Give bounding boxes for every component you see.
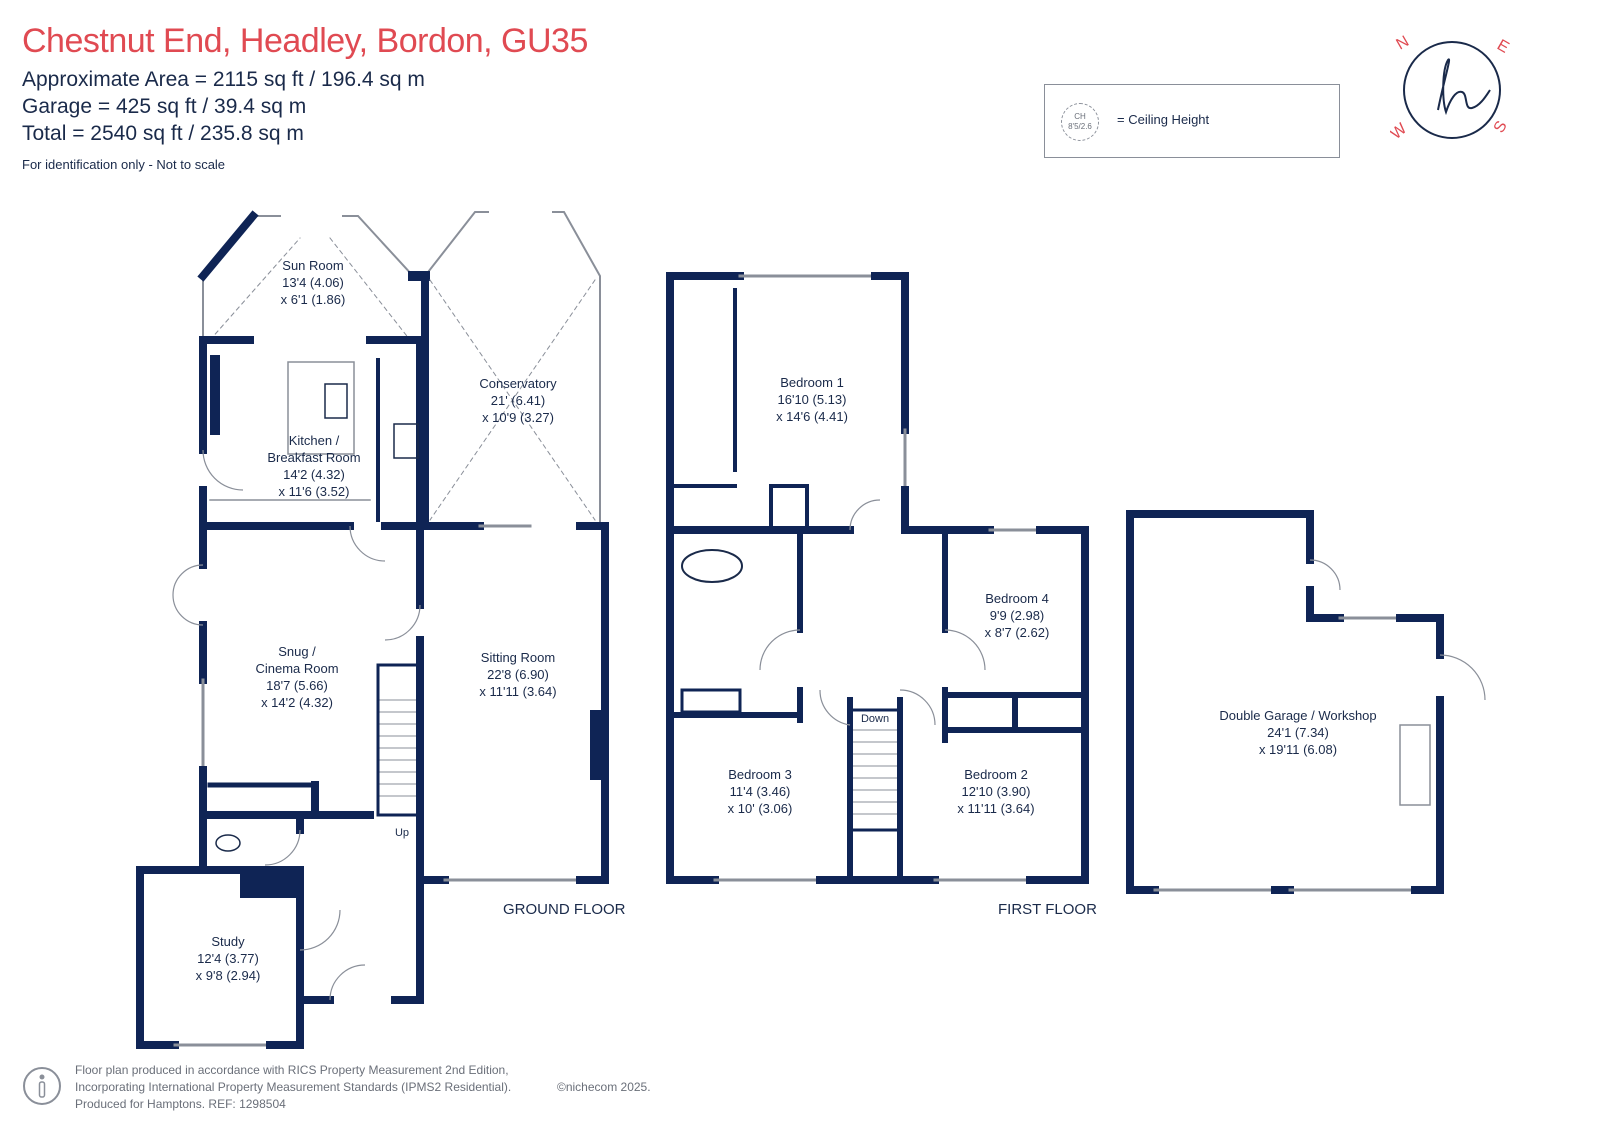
sun-room-ceiling-line-2	[329, 237, 411, 341]
bed1-name: Bedroom 1	[780, 375, 844, 390]
bed4-width: x 8'7 (2.62)	[985, 625, 1050, 640]
door-swings	[172, 449, 1486, 1001]
kitchen-length: 14'2 (4.32)	[283, 467, 345, 482]
ground-stair-treads	[379, 699, 419, 797]
snug-name-1: Snug /	[278, 644, 316, 659]
garage-area: Garage = 425 sq ft / 39.4 sq m	[22, 95, 307, 118]
fireplace	[590, 710, 605, 780]
bed2-length: 12'10 (3.90)	[962, 784, 1031, 799]
bed2-width: x 11'11 (3.64)	[957, 801, 1034, 816]
wc-toilet-icon	[215, 834, 241, 852]
room-labels: Sun Room 13'4 (4.06) x 6'1 (1.86) Conser…	[196, 258, 1377, 983]
info-icon	[23, 1067, 61, 1105]
first-floor-label: FIRST FLOOR	[998, 901, 1097, 918]
bed3-length: 11'4 (3.46)	[730, 784, 791, 799]
study-name: Study	[211, 934, 245, 949]
door-bed1	[849, 499, 881, 531]
snug-name-2: Cinema Room	[255, 661, 338, 676]
door-bed4	[944, 629, 986, 671]
bed4-length: 9'9 (2.98)	[990, 608, 1045, 623]
conservatory-length: 21' (6.41)	[491, 393, 546, 408]
door-wc	[264, 829, 301, 866]
ground-floor-walls	[136, 210, 609, 1049]
study-chimney	[240, 874, 300, 898]
first-stairs	[848, 708, 902, 832]
copyright: ©nichecom 2025.	[557, 1080, 651, 1094]
conservatory-width: x 10'9 (3.27)	[482, 410, 554, 425]
conservatory-glazing-right	[552, 211, 601, 527]
bed3-width: x 10' (3.06)	[728, 801, 793, 816]
ground-floor-label: GROUND FLOOR	[503, 901, 626, 918]
door-bathroom	[759, 629, 801, 671]
footer-line-3: Produced for Hamptons. REF: 1298504	[75, 1097, 286, 1111]
sitting-room-length: 22'8 (6.90)	[487, 667, 549, 682]
ceiling-height-label: = Ceiling Height	[1117, 112, 1210, 127]
sitting-room-name: Sitting Room	[481, 650, 555, 665]
sun-room-length: 13'4 (4.06)	[282, 275, 344, 290]
door-snug-french	[172, 564, 204, 626]
sun-room-name: Sun Room	[282, 258, 343, 273]
door-study	[299, 909, 341, 951]
sun-room-width: x 6'1 (1.86)	[281, 292, 346, 307]
ceiling-height-icon-label: CH	[1074, 112, 1086, 121]
ceiling-height-icon: CH 8'5/2.6	[1061, 103, 1099, 141]
garage-width: x 19'11 (6.08)	[1259, 742, 1337, 757]
footer-line-2: Incorporating International Property Mea…	[75, 1080, 512, 1094]
garage-bench	[1399, 724, 1431, 806]
sun-room-corner	[197, 210, 259, 282]
bath-shower-tray	[680, 688, 742, 714]
door-garage-rear	[1309, 559, 1341, 591]
ground-stairs	[376, 663, 422, 817]
kitchen-width: x 11'6 (3.52)	[279, 484, 350, 499]
door-kitchen-side	[202, 449, 244, 491]
garage-name: Double Garage / Workshop	[1219, 708, 1376, 723]
door-kitchen-snug	[349, 525, 386, 562]
kitchen-name-1: Kitchen /	[289, 433, 340, 448]
bath-icon	[681, 549, 743, 583]
stairs-down-label: Down	[861, 713, 889, 725]
first-floor-walls	[666, 272, 1089, 884]
garage-walls	[1126, 510, 1444, 894]
kitchen-island	[287, 361, 355, 455]
sun-room-ceiling-line-1	[209, 237, 301, 341]
logo-h-icon	[1437, 58, 1491, 116]
scale-note: For identification only - Not to scale	[22, 157, 226, 172]
snug-width: x 14'2 (4.32)	[261, 695, 333, 710]
ceiling-height-icon-value: 8'5/2.6	[1068, 122, 1092, 131]
study-width: x 9'8 (2.94)	[196, 968, 261, 983]
door-front	[329, 964, 366, 1001]
door-bed3	[819, 689, 851, 726]
ceiling-height-legend: CH 8'5/2.6 = Ceiling Height	[1044, 84, 1340, 158]
first-stair-treads	[851, 729, 899, 815]
conservatory-glazing-left	[423, 211, 489, 278]
footer-notes: Floor plan produced in accordance with R…	[75, 1062, 511, 1113]
footer-line-1: Floor plan produced in accordance with R…	[75, 1063, 509, 1077]
bed1-length: 16'10 (5.13)	[778, 392, 847, 407]
bed2-name: Bedroom 2	[964, 767, 1028, 782]
sun-room-glazing-right	[342, 215, 415, 278]
total-area: Total = 2540 sq ft / 235.8 sq m	[22, 122, 304, 145]
door-sitting	[384, 604, 421, 641]
bed1-width: x 14'6 (4.41)	[776, 409, 848, 424]
garage-length: 24'1 (7.34)	[1267, 725, 1329, 740]
conservatory-ceiling-line-2	[429, 279, 596, 521]
study-length: 12'4 (3.77)	[197, 951, 259, 966]
sitting-room-width: x 11'11 (3.64)	[479, 684, 556, 699]
hob-icon	[393, 423, 419, 459]
bed4-name: Bedroom 4	[985, 591, 1049, 606]
conservatory-name: Conservatory	[479, 376, 557, 391]
door-garage-side	[1439, 654, 1486, 701]
kitchen-name-2: Breakfast Room	[267, 450, 360, 465]
sink-icon	[324, 383, 348, 419]
door-bed2	[899, 689, 936, 726]
ensuite-shower	[769, 484, 809, 532]
bed3-name: Bedroom 3	[728, 767, 792, 782]
compass-ring	[1403, 41, 1501, 139]
property-title: Chestnut End, Headley, Bordon, GU35	[22, 22, 588, 60]
snug-length: 18'7 (5.66)	[266, 678, 328, 693]
approximate-area: Approximate Area = 2115 sq ft / 196.4 sq…	[22, 68, 425, 91]
stairs-up-label: Up	[395, 827, 409, 839]
compass-logo: N E S W	[1390, 33, 1512, 140]
